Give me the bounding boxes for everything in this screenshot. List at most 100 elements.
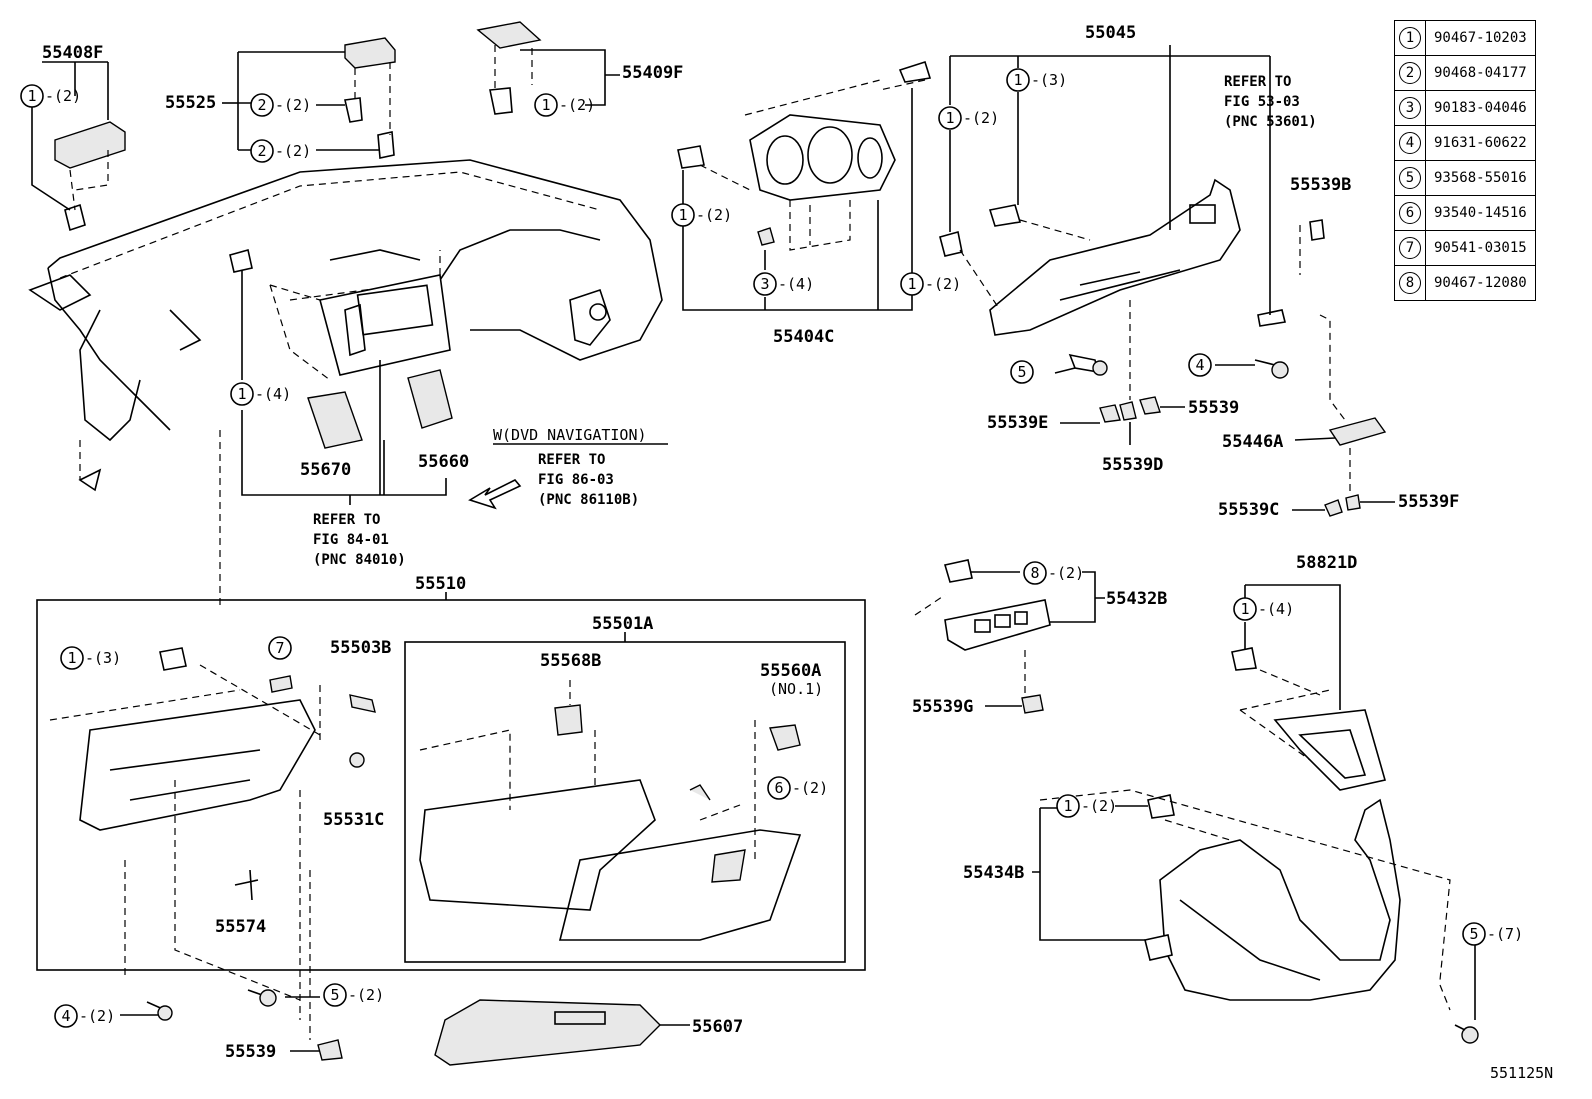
svg-text:1: 1 <box>237 385 246 403</box>
legend-ref-number: 5 <box>1399 167 1421 189</box>
legend-ref-number: 6 <box>1399 202 1421 224</box>
callout: 6 -(2) <box>767 776 828 800</box>
dvd-note-title: W(DVD NAVIGATION) <box>493 426 647 444</box>
callout: 1-(4) <box>1233 597 1294 621</box>
glove-door-drawing <box>419 779 656 911</box>
svg-text:-(2): -(2) <box>45 87 81 105</box>
part-label: 55539G <box>912 697 973 717</box>
callout: 5-(7) <box>1462 922 1523 946</box>
callout: 1-(2) <box>900 272 961 296</box>
svg-text:1: 1 <box>907 275 916 293</box>
legend-part-number: 90467-12080 <box>1425 265 1536 301</box>
callout: 1-(2) <box>534 93 595 117</box>
svg-text:1: 1 <box>1240 600 1249 618</box>
refer-note: (PNC 53601) <box>1224 114 1317 130</box>
svg-text:1: 1 <box>678 206 687 224</box>
part-label: 55660 <box>418 452 469 472</box>
center-cluster-drawing <box>269 250 451 381</box>
part-label: 55434B <box>963 863 1024 883</box>
part-label: 55670 <box>300 460 351 480</box>
part-label: 55531C <box>323 810 384 830</box>
legend-ref-number: 4 <box>1399 132 1421 154</box>
svg-text:-(4): -(4) <box>255 385 291 403</box>
svg-text:5: 5 <box>1017 363 1026 381</box>
cover-55408F-drawing <box>54 121 126 169</box>
legend-part-number: 90468-04177 <box>1425 55 1536 91</box>
part-label: 55503B <box>330 638 391 658</box>
svg-text:-(2): -(2) <box>696 206 732 224</box>
cover-55409F-drawing <box>476 21 542 49</box>
callout: 4 -(2) <box>54 1004 115 1028</box>
svg-text:5: 5 <box>330 986 339 1004</box>
svg-text:6: 6 <box>774 779 783 797</box>
under-cover-55607-drawing <box>434 999 661 1066</box>
svg-text:8: 8 <box>1030 564 1039 582</box>
svg-text:1: 1 <box>1013 71 1022 89</box>
svg-text:-(2): -(2) <box>1081 797 1117 815</box>
direction-arrow-icon <box>468 479 522 510</box>
legend-ref: 7 <box>1394 230 1426 266</box>
callout: 1 -(2) <box>938 106 999 130</box>
part-label: 55574 <box>215 917 266 937</box>
bezel-58821D-drawing <box>1273 709 1387 791</box>
svg-text:1: 1 <box>945 109 954 127</box>
legend-ref: 3 <box>1394 90 1426 126</box>
refer-note: FIG 53-03 <box>1224 94 1300 110</box>
svg-text:4: 4 <box>1195 356 1204 374</box>
legend-ref: 5 <box>1394 160 1426 196</box>
refer-note: (PNC 86110B) <box>538 492 639 508</box>
callout: 1 -(3) <box>1006 68 1067 92</box>
part-label: 55525 <box>165 93 216 113</box>
legend-ref: 1 <box>1394 20 1426 56</box>
console-55434B-drawing <box>1144 794 1401 1001</box>
svg-text:-(2): -(2) <box>275 142 311 160</box>
vent-55660-drawing <box>407 369 453 429</box>
refer-note: (PNC 84010) <box>313 552 406 568</box>
svg-text:-(2): -(2) <box>79 1007 115 1025</box>
callout: 1 -(4) <box>230 382 291 406</box>
svg-text:1: 1 <box>67 649 76 667</box>
legend-ref-number: 8 <box>1399 272 1421 294</box>
svg-text:4: 4 <box>61 1007 70 1025</box>
svg-text:3: 3 <box>760 275 769 293</box>
callout: 5 <box>1010 360 1034 384</box>
callout: 1-(2) <box>1056 794 1117 818</box>
refer-note: REFER TO <box>538 452 605 468</box>
callout: 5 -(2) <box>323 983 384 1007</box>
part-label: 55539 <box>225 1042 276 1062</box>
callout: 1 -(2) <box>671 203 732 227</box>
legend-part-number: 93568-55016 <box>1425 160 1536 196</box>
refer-note: REFER TO <box>313 512 380 528</box>
part-label: 55432B <box>1106 589 1167 609</box>
svg-text:-(3): -(3) <box>1031 71 1067 89</box>
svg-text:-(2): -(2) <box>963 109 999 127</box>
callout: 3 -(4) <box>753 272 814 296</box>
svg-text:-(2): -(2) <box>792 779 828 797</box>
part-label: 55539B <box>1290 175 1351 195</box>
callout: 1-(3) <box>60 646 121 670</box>
legend-part-number: 90467-10203 <box>1425 20 1536 56</box>
legend-ref-number: 2 <box>1399 62 1421 84</box>
svg-text:-(2): -(2) <box>348 986 384 1004</box>
legend-ref: 4 <box>1394 125 1426 161</box>
svg-text:-(7): -(7) <box>1487 925 1523 943</box>
svg-text:-(4): -(4) <box>778 275 814 293</box>
legend-ref-number: 7 <box>1399 237 1421 259</box>
lower-panel-55045-drawing <box>939 178 1325 336</box>
callout: 2-(2) <box>250 139 311 163</box>
svg-text:1: 1 <box>541 96 550 114</box>
callout: 2-(2) <box>250 93 311 117</box>
part-label: 55446A <box>1222 432 1283 452</box>
legend-part-number: 93540-14516 <box>1425 195 1536 231</box>
svg-text:7: 7 <box>275 639 284 657</box>
part-label: 55409F <box>622 63 683 83</box>
vent-55670-drawing <box>307 391 363 449</box>
svg-text:-(2): -(2) <box>1048 564 1084 582</box>
part-label: 55404C <box>773 327 834 347</box>
part-label: 55568B <box>540 651 601 671</box>
